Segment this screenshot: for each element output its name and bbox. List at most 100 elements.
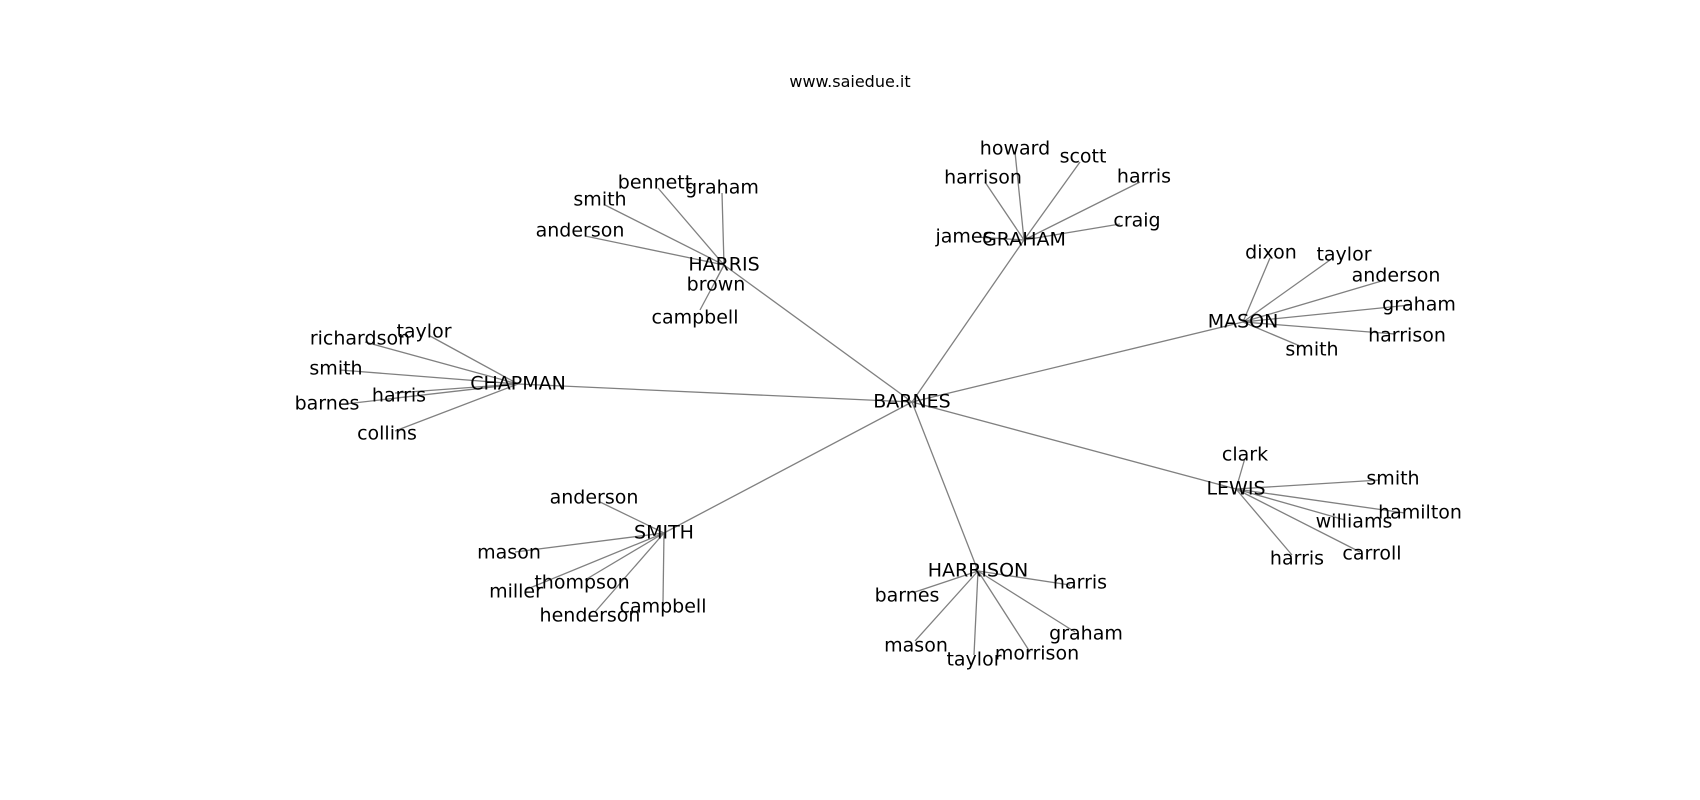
- leaf-node-label: taylor: [1316, 244, 1371, 266]
- leaf-node-label: campbell: [620, 596, 707, 618]
- leaf-node-label: anderson: [1352, 265, 1441, 287]
- hub-node-label: HARRISON: [928, 560, 1029, 582]
- graph-edges: [339, 151, 1411, 656]
- edge-graham-james: [974, 236, 1025, 241]
- edge-smith-thompson: [584, 532, 665, 581]
- edge-mason-smith: [1242, 321, 1301, 347]
- leaf-node-label: harrison: [1368, 325, 1446, 347]
- leaf-node-label: mason: [477, 542, 541, 564]
- edge-root-mason: [911, 321, 1244, 403]
- edge-smith-henderson: [594, 532, 665, 613]
- edge-harrison-mason: [914, 570, 979, 642]
- leaf-node-label: graham: [1382, 294, 1456, 316]
- edge-mason-taylor: [1242, 259, 1331, 323]
- leaf-node-label: harris: [1053, 572, 1107, 594]
- edge-mason-graham: [1242, 304, 1411, 323]
- graph-node-labels: BARNESHARRISbennettgrahamsmithandersonbr…: [295, 138, 1462, 671]
- edge-root-harrison: [911, 401, 979, 572]
- leaf-node-label: carroll: [1342, 543, 1401, 565]
- edge-graham-howard: [1014, 151, 1025, 241]
- leaf-node-label: graham: [685, 177, 759, 199]
- edge-graham-scott: [1023, 161, 1081, 241]
- leaf-node-label: anderson: [536, 220, 625, 242]
- edge-harris-smith: [604, 204, 725, 266]
- leaf-node-label: smith: [309, 358, 362, 380]
- edge-harris-campbell: [699, 264, 725, 311]
- leaf-node-label: scott: [1060, 146, 1107, 168]
- edge-smith-mason: [514, 532, 665, 553]
- edge-chapman-richardson: [364, 341, 519, 385]
- leaf-node-label: barnes: [295, 393, 360, 415]
- edge-root-lewis: [911, 401, 1237, 490]
- leaf-node-label: smith: [1366, 468, 1419, 490]
- root-node-label: BARNES: [873, 391, 951, 413]
- hub-node-label: MASON: [1208, 311, 1279, 333]
- edge-mason-dixon: [1242, 257, 1271, 323]
- leaf-node-label: williams: [1316, 511, 1393, 533]
- leaf-node-label: morrison: [995, 643, 1079, 665]
- edge-lewis-hamilton: [1235, 488, 1406, 514]
- leaf-node-label: smith: [573, 189, 626, 211]
- leaf-node-label: miller: [489, 581, 543, 603]
- leaf-node-label: howard: [980, 138, 1050, 160]
- hub-node-label: HARRIS: [688, 254, 759, 276]
- edge-lewis-williams: [1235, 488, 1346, 521]
- edge-graham-craig: [1023, 223, 1121, 241]
- edge-root-smith: [663, 401, 913, 534]
- edge-lewis-carroll: [1235, 488, 1361, 553]
- edge-root-graham: [911, 239, 1025, 403]
- hub-node-label: SMITH: [634, 522, 694, 544]
- leaf-node-label: dixon: [1245, 242, 1297, 264]
- edge-harrison-taylor: [973, 570, 979, 656]
- leaf-node-label: thompson: [534, 572, 629, 594]
- edge-harris-graham: [721, 192, 725, 266]
- leaf-node-label: taylor: [946, 649, 1001, 671]
- leaf-node-label: harris: [372, 385, 426, 407]
- leaf-node-label: collins: [357, 423, 417, 445]
- leaf-node-label: barnes: [875, 585, 940, 607]
- leaf-node-label: hamilton: [1378, 502, 1462, 524]
- leaf-node-label: campbell: [652, 307, 739, 329]
- leaf-node-label: henderson: [540, 605, 641, 627]
- leaf-node-label: anderson: [550, 487, 639, 509]
- edge-root-harris: [723, 264, 913, 403]
- leaf-node-label: graham: [1049, 623, 1123, 645]
- site-url-title: www.saiedue.it: [789, 72, 911, 91]
- leaf-node-label: smith: [1285, 339, 1338, 361]
- leaf-node-label: richardson: [310, 328, 410, 350]
- leaf-node-label: mason: [884, 635, 948, 657]
- edge-smith-anderson: [599, 501, 665, 534]
- edge-smith-campbell: [662, 532, 665, 603]
- leaf-node-label: brown: [687, 274, 746, 296]
- edge-lewis-harris: [1235, 488, 1293, 556]
- edge-lewis-smith: [1235, 479, 1381, 490]
- edge-chapman-collins: [394, 383, 519, 432]
- edge-harrison-morrison: [977, 570, 1031, 653]
- leaf-node-label: harris: [1117, 166, 1171, 188]
- edge-chapman-barnes: [344, 383, 519, 405]
- edge-harrison-barnes: [914, 570, 979, 593]
- edge-lewis-clark: [1235, 457, 1246, 490]
- edge-harris-anderson: [584, 235, 725, 266]
- leaf-node-label: clark: [1222, 444, 1268, 466]
- edge-harris-bennett: [657, 187, 725, 266]
- edge-chapman-harris: [394, 383, 519, 394]
- leaf-node-label: harrison: [944, 167, 1022, 189]
- edge-smith-miller: [524, 532, 665, 591]
- leaf-node-label: bennett: [618, 172, 692, 194]
- leaf-node-label: harris: [1270, 548, 1324, 570]
- edge-chapman-taylor: [429, 335, 519, 385]
- leaf-node-label: craig: [1113, 210, 1160, 232]
- edge-harrison-harris: [977, 570, 1071, 586]
- leaf-node-label: taylor: [396, 321, 451, 343]
- edge-graham-harris: [1023, 181, 1141, 241]
- edge-mason-harrison: [1242, 321, 1396, 335]
- hub-node-label: GRAHAM: [982, 229, 1066, 251]
- leaf-node-label: james: [934, 226, 992, 248]
- edge-harrison-graham: [977, 570, 1076, 633]
- edge-mason-anderson: [1242, 279, 1386, 323]
- edge-graham-harrison: [984, 181, 1025, 241]
- hub-node-label: CHAPMAN: [470, 373, 566, 395]
- edge-chapman-smith: [339, 369, 519, 385]
